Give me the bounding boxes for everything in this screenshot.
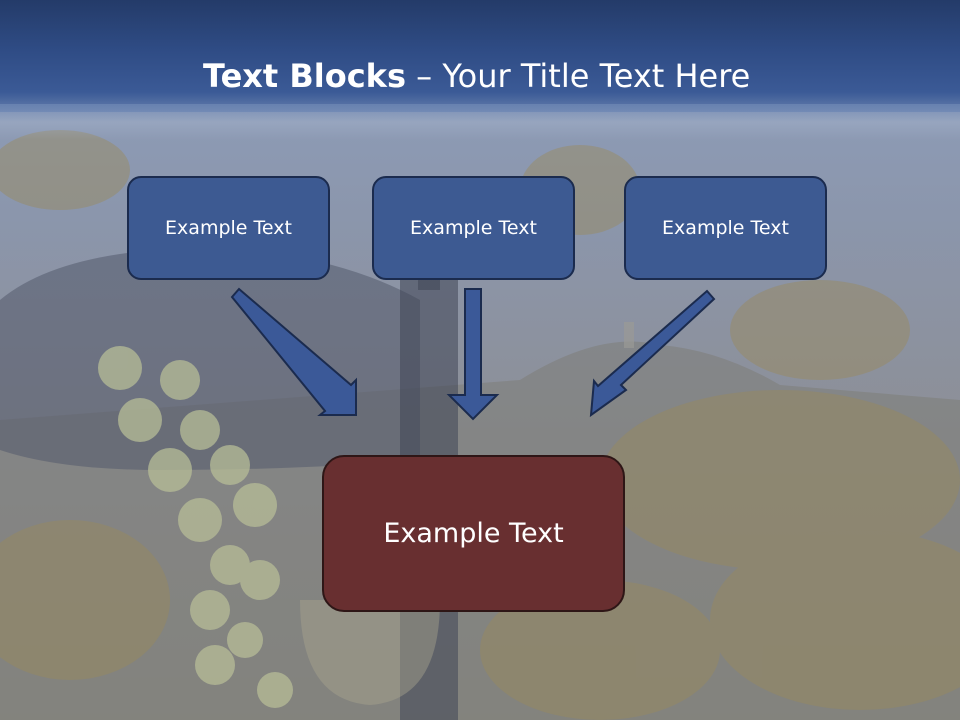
title-separator: – — [406, 57, 443, 95]
title-bar — [0, 0, 960, 112]
title-bar-fade — [0, 104, 960, 140]
arrow-left-icon — [230, 287, 357, 416]
title-rest-part: Your Title Text Here — [442, 57, 751, 95]
text-block-center-label: Example Text — [410, 217, 537, 239]
text-block-left-label: Example Text — [165, 217, 292, 239]
arrow-center-icon — [446, 288, 500, 421]
text-block-center: Example Text — [372, 176, 575, 280]
text-block-right: Example Text — [624, 176, 827, 280]
arrow-right-icon — [589, 289, 716, 418]
text-block-right-label: Example Text — [662, 217, 789, 239]
target-block: Example Text — [322, 455, 625, 612]
text-block-left: Example Text — [127, 176, 330, 280]
slide-title: Text Blocks – Your Title Text Here — [203, 54, 750, 98]
title-bold-part: Text Blocks — [203, 57, 406, 95]
target-block-label: Example Text — [383, 518, 564, 549]
